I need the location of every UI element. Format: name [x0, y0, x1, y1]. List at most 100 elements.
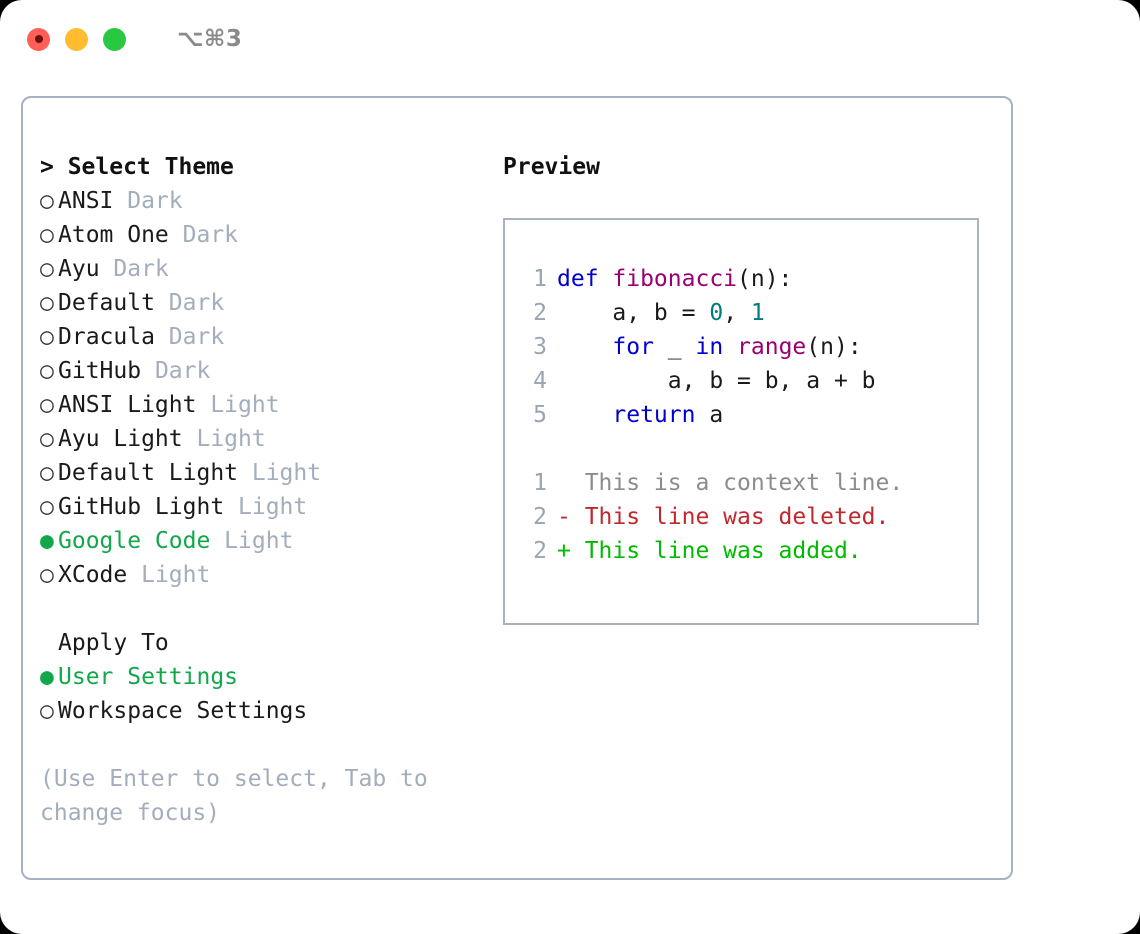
apply-to-option-user-settings[interactable]: ●User Settings: [40, 660, 493, 694]
line-number: 3: [533, 334, 547, 360]
radio-selected-icon: ●: [40, 664, 54, 690]
code-token: a, b = b, a + b: [557, 368, 876, 394]
theme-variant-badge: Light: [196, 392, 280, 418]
theme-item-ayu-light[interactable]: ○Ayu Light Light: [40, 422, 493, 456]
theme-item-default-light[interactable]: ○Default Light Light: [40, 456, 493, 490]
keyboard-shortcut-label: ⌥⌘3: [177, 26, 243, 52]
code-line: 5 return a: [505, 398, 977, 432]
theme-item-label: GitHub Light: [58, 494, 225, 520]
code-line-text: return a: [547, 398, 723, 432]
diff-line-text: This is a context line.: [557, 470, 904, 496]
line-number: 1: [533, 266, 547, 292]
code-token: in: [695, 334, 724, 360]
radio-unselected-icon: ○: [40, 392, 54, 418]
diff-line: 2 - This line was deleted.: [505, 500, 977, 534]
code-line: 4 a, b = b, a + b: [505, 364, 977, 398]
theme-variant-badge: Light: [238, 460, 322, 486]
line-number: 1: [533, 470, 547, 496]
theme-item-xcode[interactable]: ○XCode Light: [40, 558, 493, 592]
theme-item-label: Ayu Light: [58, 426, 183, 452]
code-token: def: [557, 266, 613, 292]
select-theme-header: > Select Theme: [40, 154, 234, 180]
theme-item-label: XCode: [58, 562, 128, 588]
code-token: for: [612, 334, 654, 360]
radio-unselected-icon: ○: [40, 426, 54, 452]
code-token: [723, 334, 737, 360]
theme-item-google-code[interactable]: ●Google Code Light: [40, 524, 493, 558]
diff-line: 2+ This line was added.: [505, 534, 977, 568]
code-token: (n):: [737, 266, 793, 292]
code-token: range: [737, 334, 807, 360]
theme-item-ayu[interactable]: ○Ayu Dark: [40, 252, 493, 286]
code-token: [557, 334, 612, 360]
code-line-text: a, b = b, a + b: [547, 364, 876, 398]
theme-variant-badge: Dark: [99, 256, 169, 282]
diff-line: 1 This is a context line.: [505, 466, 977, 500]
code-token: ,: [723, 300, 751, 326]
apply-to-label: Apply To: [58, 630, 169, 656]
radio-selected-icon: ●: [40, 528, 54, 554]
maximize-button[interactable]: [103, 27, 126, 51]
theme-item-label: ANSI: [58, 188, 114, 214]
code-line-text: a, b = 0, 1: [547, 296, 764, 330]
theme-variant-badge: Dark: [168, 222, 239, 248]
line-number: 4: [533, 368, 547, 394]
diff-line-text: - This line was deleted.: [557, 504, 890, 530]
theme-item-dracula[interactable]: ○Dracula Dark: [40, 320, 493, 354]
radio-unselected-icon: ○: [40, 256, 54, 282]
code-line: 3 for _ in range(n):: [505, 330, 977, 364]
radio-unselected-icon: ○: [40, 290, 54, 316]
theme-item-label: Default: [58, 290, 155, 316]
close-button[interactable]: [27, 27, 50, 51]
apply-to-option-label: User Settings: [58, 664, 239, 690]
spacer: [505, 432, 977, 466]
theme-variant-badge: Light: [127, 562, 211, 588]
theme-item-label: ANSI Light: [58, 392, 197, 418]
code-token: _: [653, 334, 696, 360]
radio-unselected-icon: ○: [40, 698, 54, 724]
theme-picker-panel: > Select Theme ○ANSI Dark○Atom One Dark○…: [21, 96, 1013, 880]
theme-item-github-light[interactable]: ○GitHub Light Light: [40, 490, 493, 524]
code-token: a: [695, 402, 724, 428]
theme-variant-badge: Dark: [141, 358, 211, 384]
theme-variant-badge: Dark: [154, 290, 225, 316]
theme-item-ansi[interactable]: ○ANSI Dark: [40, 184, 493, 218]
code-token: (n):: [806, 334, 862, 360]
code-token: 0: [709, 300, 724, 326]
theme-item-label: Default Light: [58, 460, 239, 486]
theme-variant-badge: Light: [210, 528, 294, 554]
recording-indicator-icon: [34, 35, 43, 43]
theme-variant-badge: Light: [224, 494, 308, 520]
code-token: return: [612, 402, 696, 428]
radio-unselected-icon: ○: [40, 460, 54, 486]
apply-to-list[interactable]: ●User Settings○Workspace Settings: [40, 660, 493, 728]
theme-item-label: Google Code: [58, 528, 211, 554]
theme-variant-badge: Dark: [113, 188, 183, 214]
code-token: [557, 402, 612, 428]
theme-item-default[interactable]: ○Default Dark: [40, 286, 493, 320]
theme-list[interactable]: ○ANSI Dark○Atom One Dark○Ayu Dark○Defaul…: [40, 184, 493, 592]
radio-unselected-icon: ○: [40, 188, 54, 214]
apply-to-option-workspace-settings[interactable]: ○Workspace Settings: [40, 694, 493, 728]
line-number: 2: [533, 504, 547, 530]
theme-item-label: Atom One: [58, 222, 169, 248]
theme-selection-column: > Select Theme ○ANSI Dark○Atom One Dark○…: [23, 98, 493, 878]
title-bar: ⌥⌘3: [0, 0, 1140, 78]
theme-item-atom-one[interactable]: ○Atom One Dark: [40, 218, 493, 252]
theme-item-github[interactable]: ○GitHub Dark: [40, 354, 493, 388]
apply-to-option-label: Workspace Settings: [58, 698, 308, 724]
minimize-button[interactable]: [65, 27, 88, 51]
spacer: [40, 592, 493, 626]
radio-unselected-icon: ○: [40, 222, 54, 248]
radio-unselected-icon: ○: [40, 562, 54, 588]
keyboard-hint: (Use Enter to select, Tab to change focu…: [40, 766, 428, 826]
theme-item-ansi-light[interactable]: ○ANSI Light Light: [40, 388, 493, 422]
radio-unselected-icon: ○: [40, 324, 54, 350]
code-line-text: def fibonacci(n):: [547, 262, 792, 296]
radio-unselected-icon: ○: [40, 494, 54, 520]
diff-line-text: + This line was added.: [557, 538, 862, 564]
